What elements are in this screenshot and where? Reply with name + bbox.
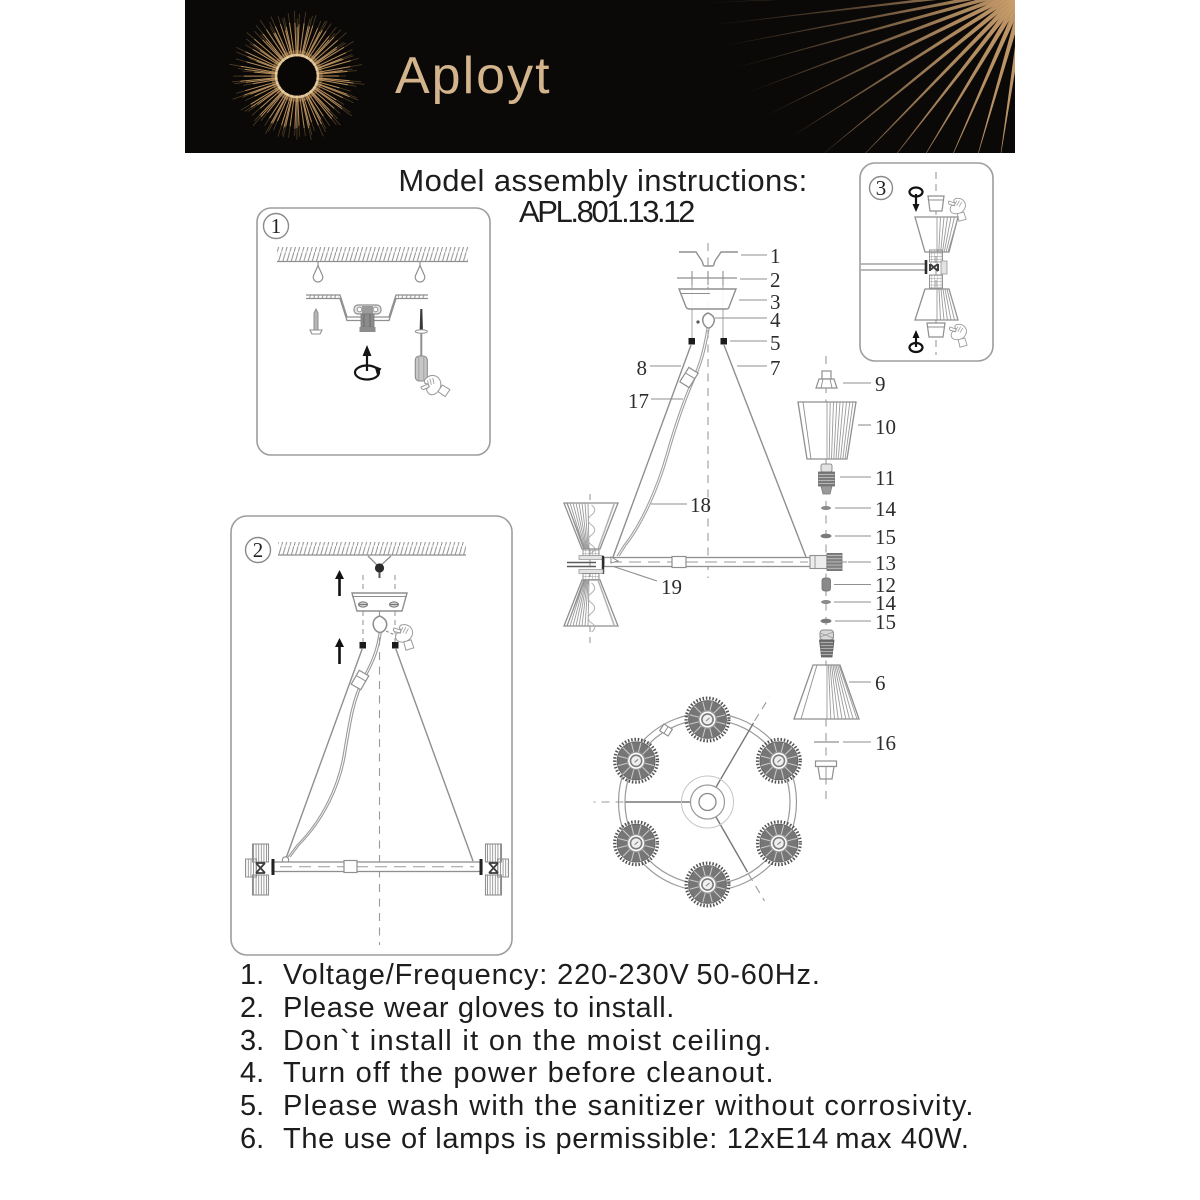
svg-text:19: 19 xyxy=(661,575,682,599)
svg-text:4: 4 xyxy=(770,308,781,332)
svg-text:11: 11 xyxy=(875,466,895,490)
svg-text:7: 7 xyxy=(770,356,781,380)
svg-text:1: 1 xyxy=(770,244,781,268)
svg-text:18: 18 xyxy=(690,493,711,517)
svg-text:15: 15 xyxy=(875,525,896,549)
svg-text:5: 5 xyxy=(770,331,781,355)
svg-text:9: 9 xyxy=(875,372,886,396)
svg-text:14: 14 xyxy=(875,497,897,521)
svg-text:8: 8 xyxy=(637,356,648,380)
svg-text:10: 10 xyxy=(875,415,896,439)
svg-text:14: 14 xyxy=(875,591,897,615)
svg-text:6: 6 xyxy=(875,671,886,695)
svg-text:15: 15 xyxy=(875,610,896,634)
svg-text:2: 2 xyxy=(253,538,264,562)
svg-text:3: 3 xyxy=(770,290,781,314)
svg-text:17: 17 xyxy=(628,389,649,413)
svg-text:2: 2 xyxy=(770,268,781,292)
svg-text:1: 1 xyxy=(271,214,282,238)
svg-text:12: 12 xyxy=(875,573,896,597)
svg-text:16: 16 xyxy=(875,731,896,755)
svg-text:Aployt: Aployt xyxy=(395,47,552,105)
svg-text:3: 3 xyxy=(876,176,887,200)
svg-text:13: 13 xyxy=(875,551,896,575)
